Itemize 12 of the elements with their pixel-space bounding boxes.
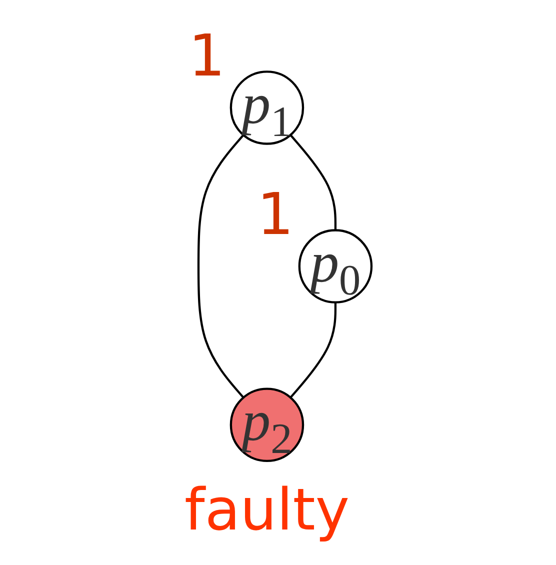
annotation-label: 1	[256, 179, 294, 248]
process-label: p$_{2}$	[242, 386, 292, 465]
process-label: p$_{0}$	[310, 228, 361, 306]
annotation-label: 1	[188, 20, 226, 89]
connector-line	[197, 134, 244, 398]
process-label: p$_{1}$	[242, 69, 292, 148]
connector-line	[290, 134, 337, 230]
connector-line	[290, 302, 337, 398]
process-circle	[230, 387, 304, 462]
process-circle	[298, 228, 373, 303]
process-circle	[230, 70, 304, 144]
annotation-label: faulty	[184, 474, 350, 543]
